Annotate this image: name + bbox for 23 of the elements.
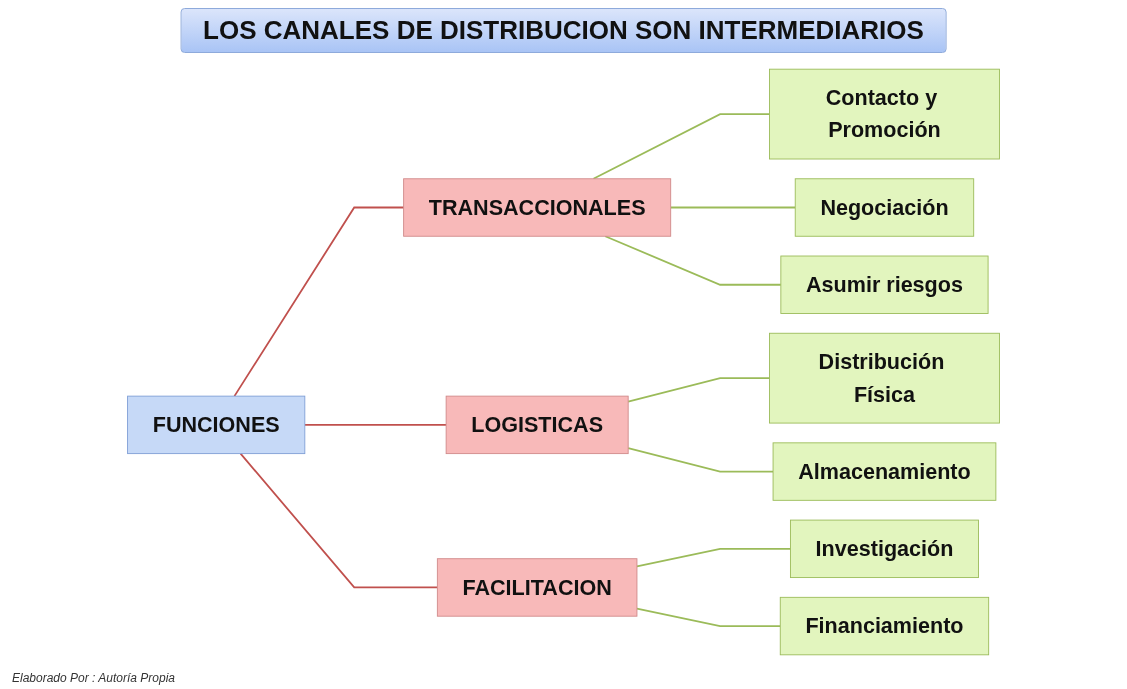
node-box: Almacenamiento xyxy=(772,442,997,501)
node-box: Investigación xyxy=(790,519,979,579)
connector xyxy=(636,547,792,568)
connector xyxy=(233,206,405,398)
node-box: Negociación xyxy=(794,178,975,237)
node-box: FUNCIONES xyxy=(127,395,306,455)
node-box: Asumir riesgos xyxy=(780,255,989,314)
node-box: LOGISTICAS xyxy=(445,395,629,455)
title-banner: LOS CANALES DE DISTRIBUCION SON INTERMEDIARIOS xyxy=(180,8,947,53)
connector xyxy=(669,206,797,209)
connector xyxy=(239,452,439,589)
connector xyxy=(604,235,782,286)
connector xyxy=(627,447,774,473)
node-box: Distribución Física xyxy=(769,332,1000,424)
node-box: Financiamiento xyxy=(779,596,990,656)
connector xyxy=(303,423,448,426)
node-box: FACILITACION xyxy=(436,558,638,617)
caption: Elaborado Por : Autoría Propia xyxy=(12,671,175,685)
connector xyxy=(627,377,771,403)
connector xyxy=(636,607,782,627)
node-box: TRANSACCIONALES xyxy=(403,178,672,237)
connector xyxy=(592,113,771,180)
node-box: Contacto y Promoción xyxy=(769,68,1000,160)
